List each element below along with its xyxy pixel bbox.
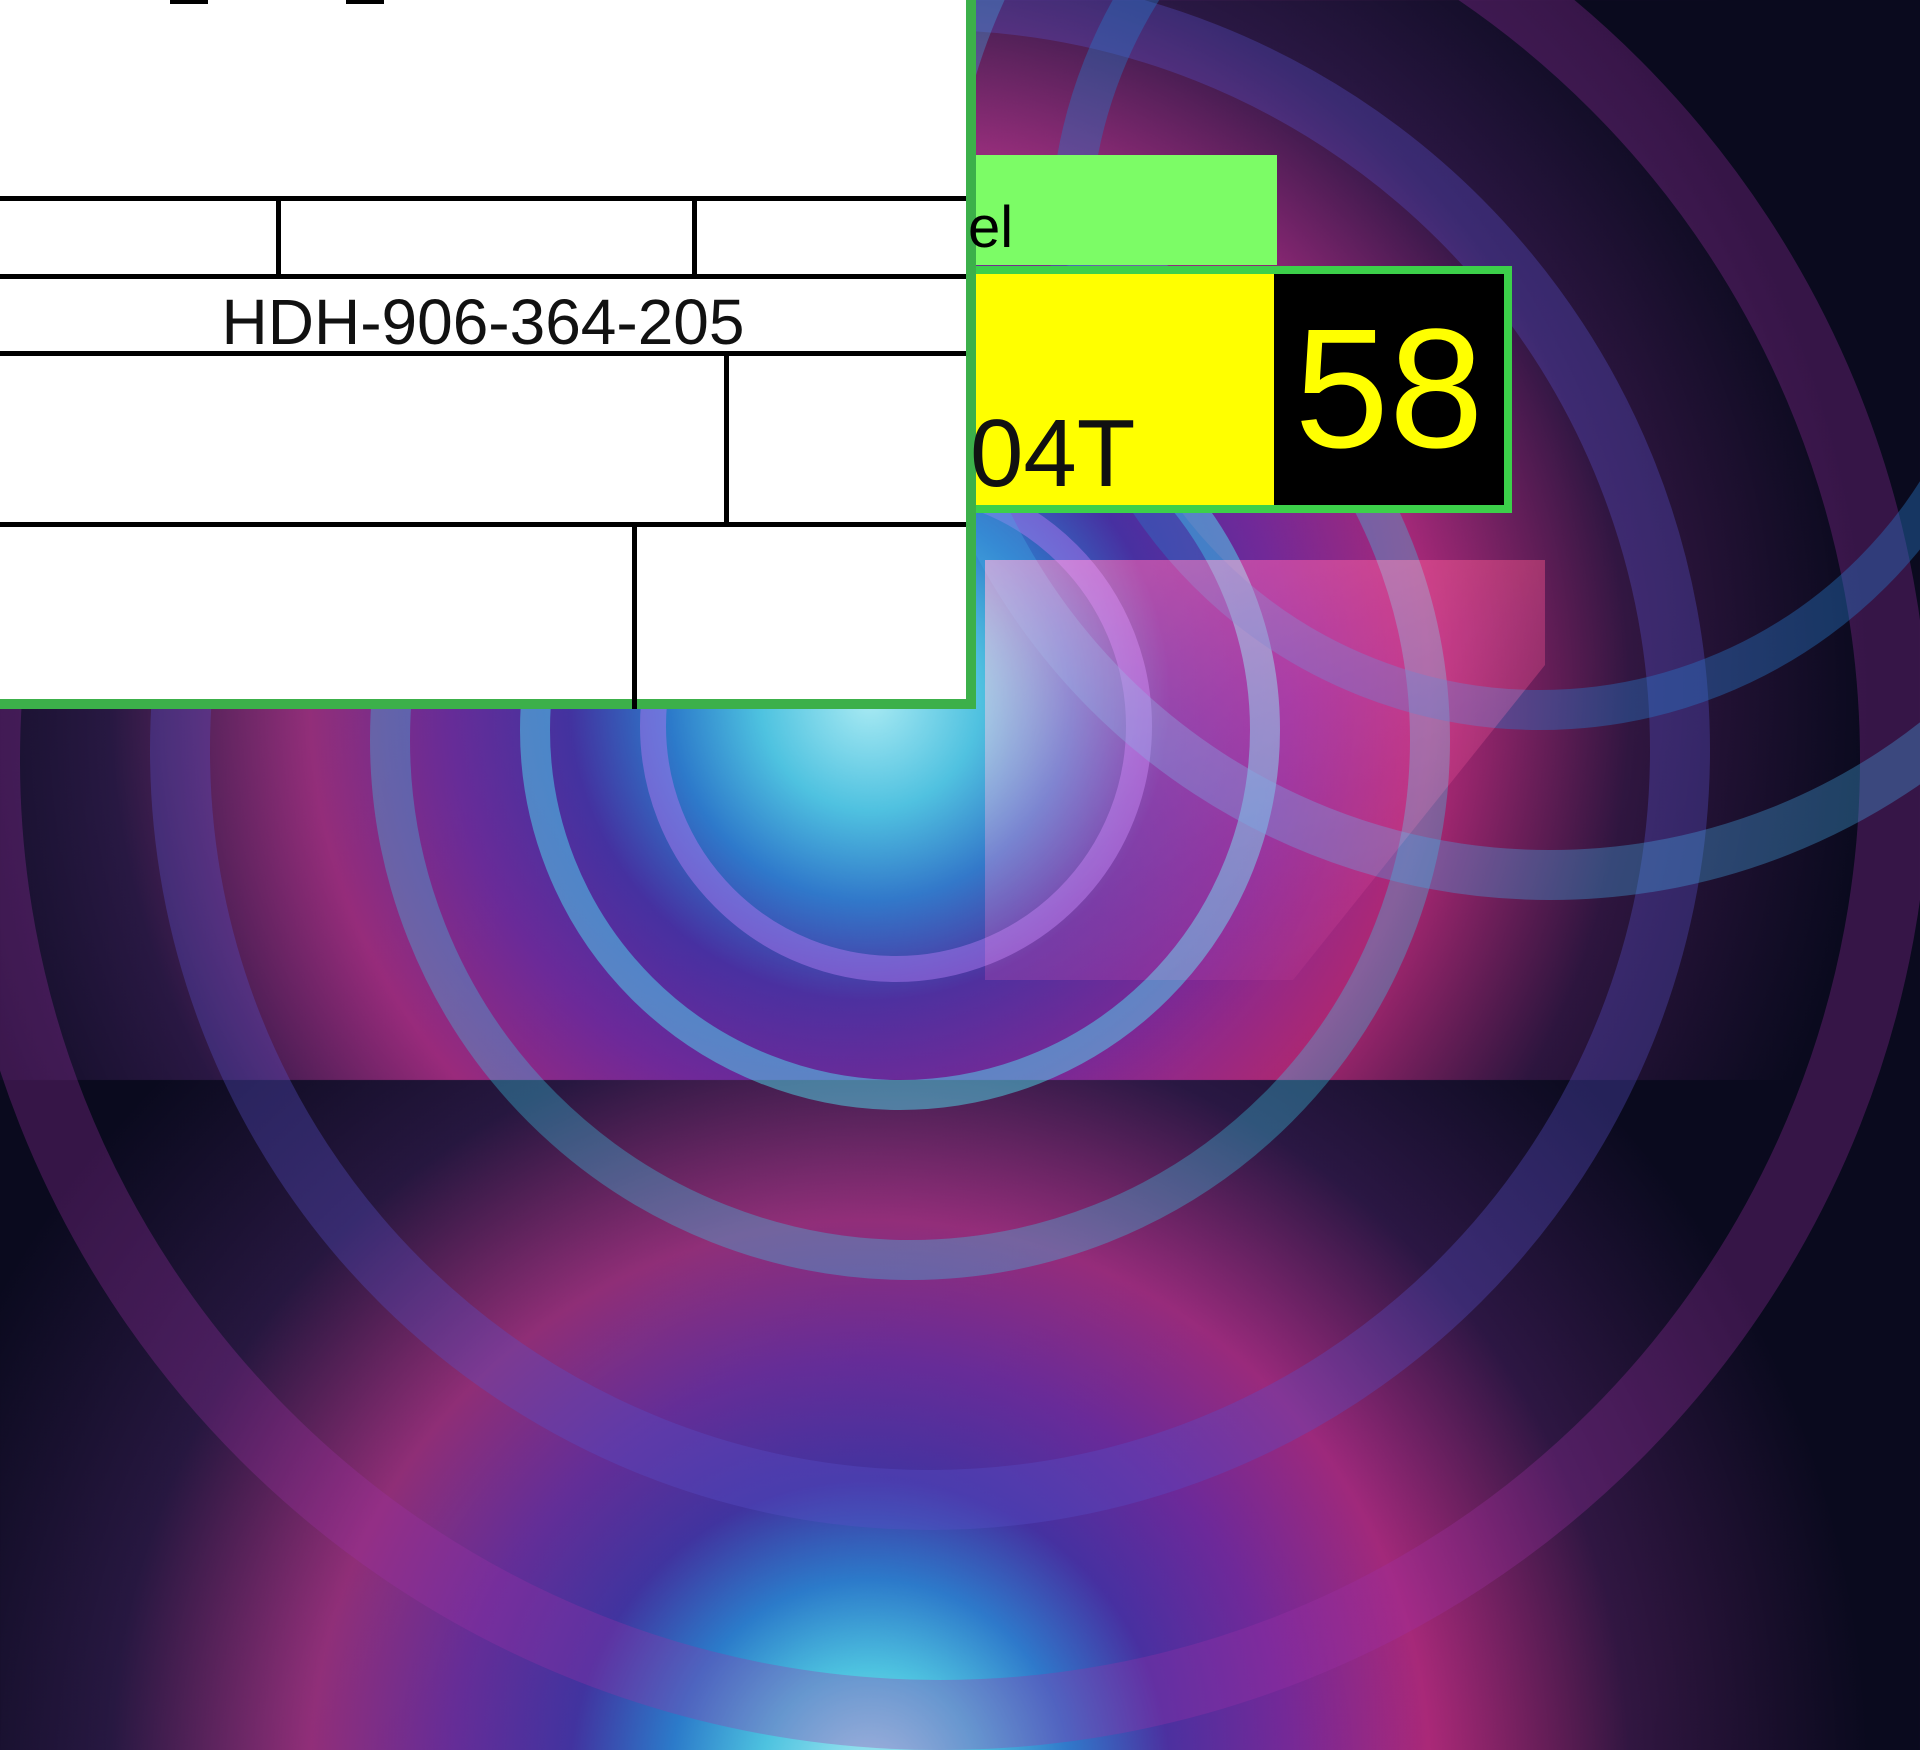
divider <box>0 351 966 356</box>
divider <box>632 522 637 709</box>
score-value: 58 <box>1294 294 1484 484</box>
level-label: el <box>968 195 1014 260</box>
divider <box>276 196 281 279</box>
divider <box>692 196 697 279</box>
divider <box>0 274 966 279</box>
top-marks <box>0 0 960 12</box>
score-box: 58 <box>1274 274 1504 505</box>
form-code: HDH-906-364-205 <box>221 286 745 358</box>
divider <box>0 196 966 201</box>
divider <box>0 522 966 527</box>
form-panel: HDH-906-364-205 <box>0 0 976 709</box>
level-tab: el <box>968 155 1277 265</box>
score-id: 04T <box>970 400 1136 507</box>
score-widget: 04T 58 <box>970 266 1512 513</box>
divider <box>724 351 729 527</box>
